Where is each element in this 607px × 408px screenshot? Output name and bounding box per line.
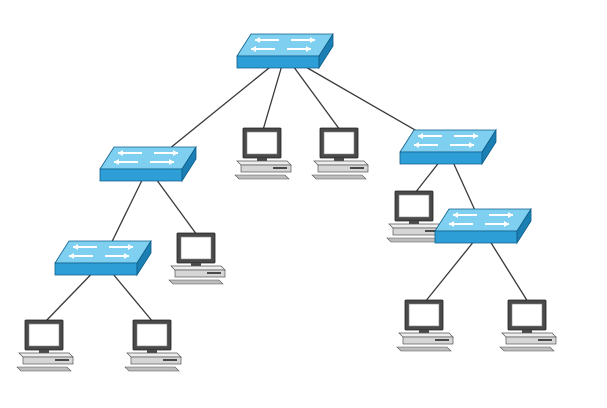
pc-left-1 [168, 232, 226, 285]
desktop-computer-icon [16, 319, 74, 372]
pc-root-1 [234, 127, 292, 180]
network-switch-icon [434, 207, 532, 245]
pc-right-1 [386, 190, 444, 243]
network-switch-icon [399, 128, 497, 166]
nodes-layer [16, 32, 557, 372]
switch-left-lower [54, 239, 152, 277]
desktop-computer-icon [386, 190, 444, 243]
pc-left-lower-2 [124, 319, 182, 372]
desktop-computer-icon [396, 299, 454, 352]
desktop-computer-icon [234, 127, 292, 180]
network-switch-icon [99, 145, 197, 183]
desktop-computer-icon [168, 232, 226, 285]
pc-left-lower-1 [16, 319, 74, 372]
switch-right-lower [434, 207, 532, 245]
desktop-computer-icon [499, 299, 557, 352]
desktop-computer-icon [124, 319, 182, 372]
switch-right [399, 128, 497, 166]
pc-root-2 [311, 127, 369, 180]
links-layer [44, 54, 529, 323]
network-switch-icon [236, 32, 334, 70]
pc-right-lower-1 [396, 299, 454, 352]
desktop-computer-icon [311, 127, 369, 180]
switch-root [236, 32, 334, 70]
network-switch-icon [54, 239, 152, 277]
switch-left [99, 145, 197, 183]
pc-right-lower-2 [499, 299, 557, 352]
